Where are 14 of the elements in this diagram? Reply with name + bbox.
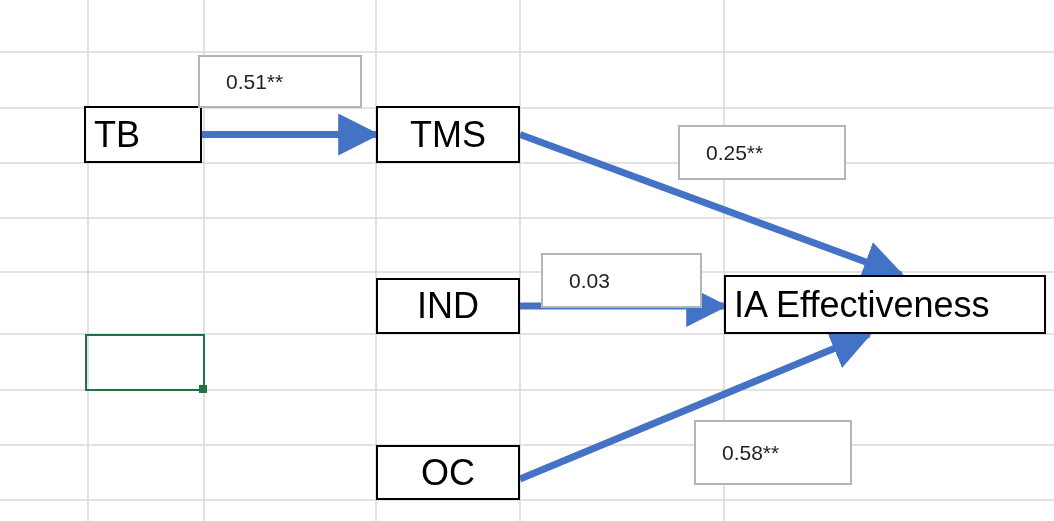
coefficient-label: 0.51**	[198, 55, 362, 108]
variable-box	[376, 445, 520, 500]
node-label: TB	[94, 113, 140, 156]
variable-box	[84, 106, 202, 163]
variable-box	[376, 106, 520, 163]
node-label: TMS	[410, 113, 486, 156]
node-label: IND	[417, 285, 479, 327]
node-label: OC	[421, 451, 475, 494]
variable-box	[376, 278, 520, 334]
coefficient-label: 0.25**	[678, 125, 846, 180]
node-label: IA Effectiveness	[734, 283, 990, 326]
variable-box	[724, 275, 1046, 334]
coefficient-label: 0.58**	[694, 420, 852, 485]
coefficient-label: 0.03	[541, 253, 702, 308]
